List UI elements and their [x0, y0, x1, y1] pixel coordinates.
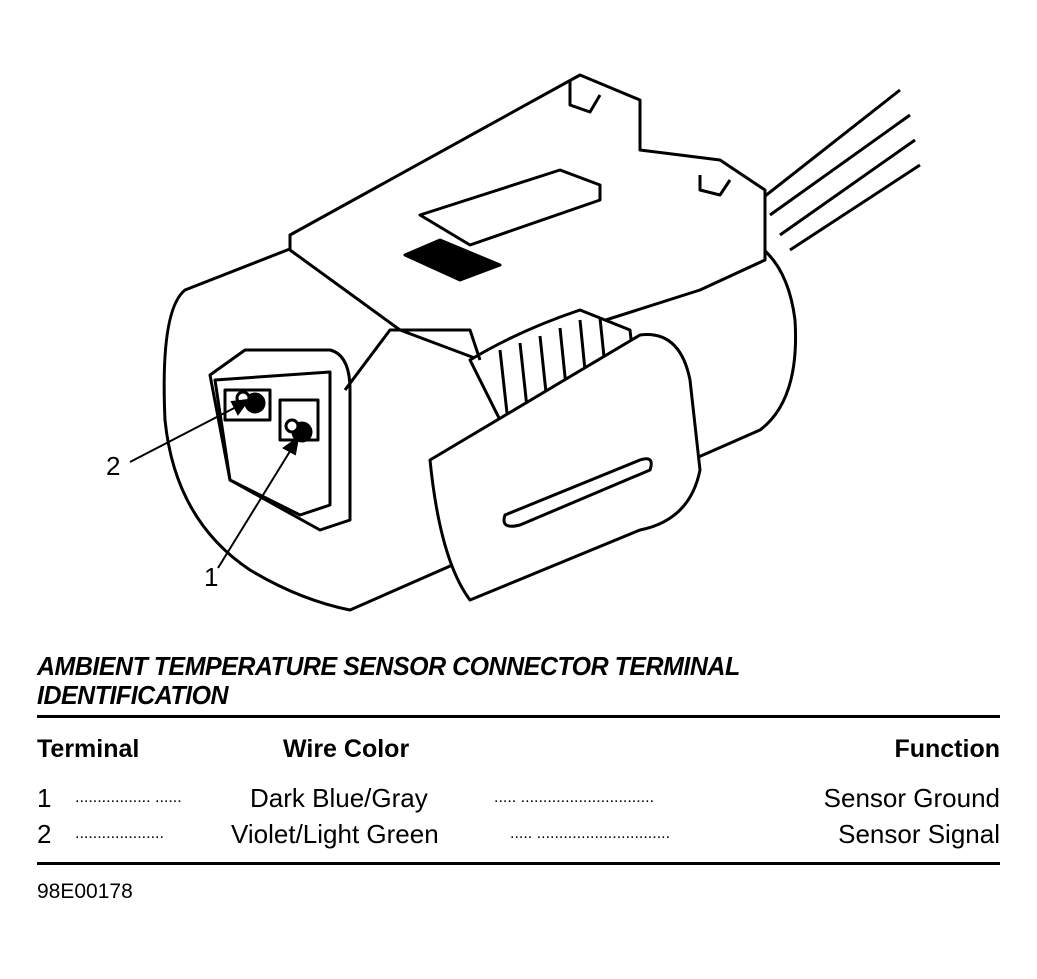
header-function: Function: [894, 735, 1000, 763]
callout-2-label: 2: [106, 451, 121, 481]
callout-1-label: 1: [204, 562, 219, 592]
table-row: 2 .................... Violet/Light Gree…: [37, 818, 1000, 850]
table-title: AMBIENT TEMPERATURE SENSOR CONNECTOR TER…: [37, 652, 740, 710]
table-title-line2: IDENTIFICATION: [37, 680, 229, 710]
leader-dots: ..... ..............................: [510, 825, 671, 842]
figure-id: 98E00178: [37, 880, 133, 903]
wire-color: Dark Blue/Gray: [250, 783, 428, 813]
callout-1-arrow: [217, 447, 293, 569]
function: Sensor Signal: [838, 819, 1000, 849]
connector-illustration: [129, 73, 921, 612]
terminal-number: 2: [37, 819, 52, 849]
leader-dots: ....................: [75, 825, 164, 842]
wire-bundle: [759, 88, 921, 252]
leader-dots: ..... ..............................: [494, 789, 655, 806]
header-wire-color: Wire Color: [283, 735, 410, 763]
table-row: 1 ................. ...... Dark Blue/Gra…: [37, 782, 1000, 814]
table-header: Terminal Wire Color Function: [37, 733, 1000, 765]
header-terminal: Terminal: [37, 735, 140, 763]
terminal-number: 1: [37, 783, 52, 813]
callout-2-arrow: [129, 404, 241, 463]
function: Sensor Ground: [823, 783, 1000, 813]
top-rule: [37, 715, 1000, 718]
leader-dots: ................. ......: [75, 789, 182, 806]
bottom-rule: [37, 862, 1000, 865]
table-title-line1: AMBIENT TEMPERATURE SENSOR CONNECTOR TER…: [37, 651, 740, 681]
wire-color: Violet/Light Green: [231, 819, 439, 849]
front-sleeve: [428, 333, 702, 602]
